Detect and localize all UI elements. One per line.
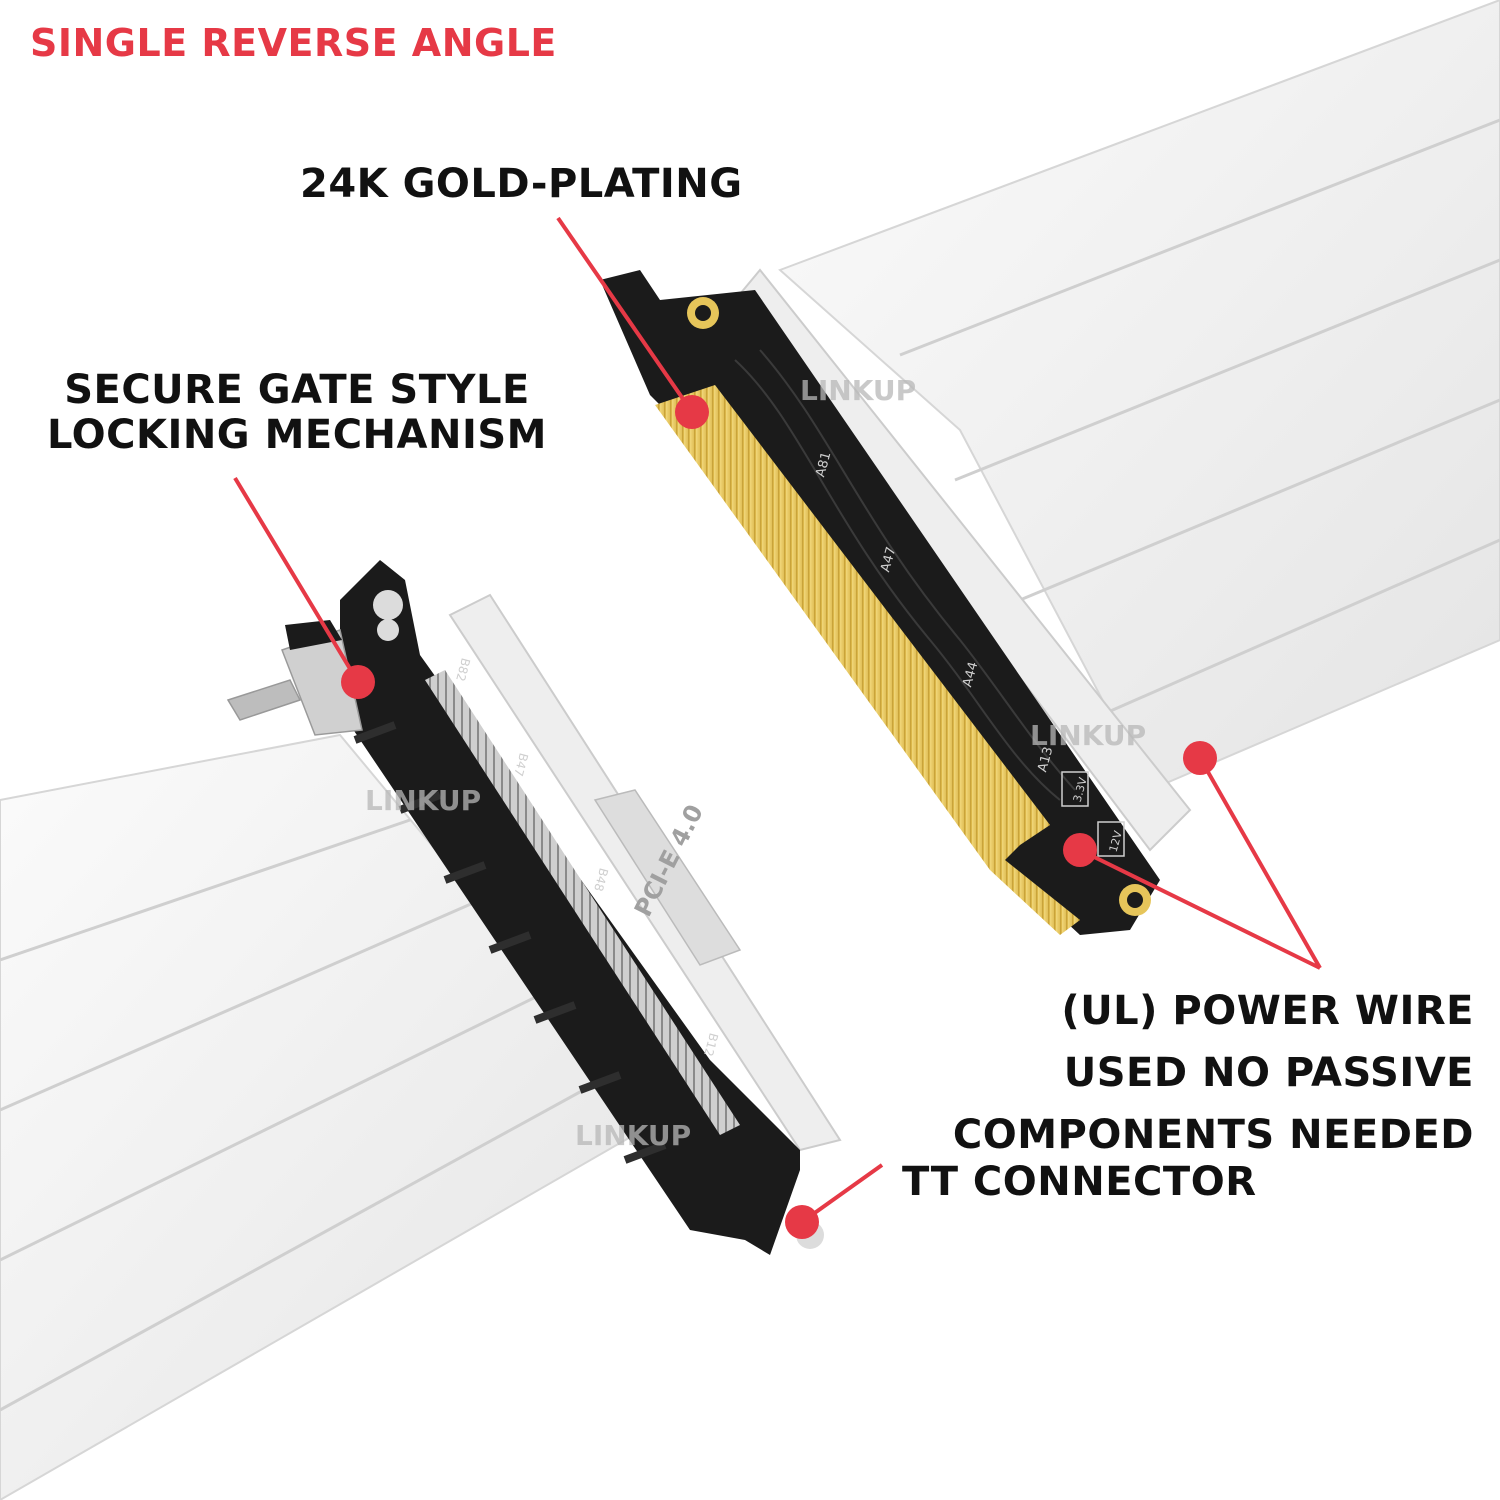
brand-watermarks: LINKUP LINKUP LINKUP LINKUP — [365, 374, 1146, 1152]
pin-label-b48: B48 — [591, 866, 611, 892]
watermark-3: LINKUP — [365, 784, 481, 817]
dot-lock — [341, 665, 375, 699]
pin-label-b12: B12 — [701, 1031, 721, 1057]
leader-lock — [233, 476, 360, 684]
callout-locking-line-1: SECURE GATE STYLE — [64, 367, 530, 413]
voltage-label-3v3: 3.3V — [1071, 776, 1090, 804]
pin-label-a47: A47 — [878, 545, 899, 573]
keyhole-mount — [373, 590, 403, 620]
leader-gold — [556, 216, 694, 414]
callout-leaders — [233, 216, 1322, 1239]
gold-finger-pcb: A81 A47 A44 A13 3.3V 12V — [600, 270, 1160, 935]
callout-tt-connector: TT CONNECTOR — [902, 1159, 1257, 1205]
pin-label-a44: A44 — [960, 660, 981, 688]
callout-power-wire: (UL) POWER WIRE USED NO PASSIVE COMPONEN… — [953, 980, 1474, 1166]
page-title: SINGLE REVERSE ANGLE — [30, 21, 557, 65]
ribbon-cable-upper — [778, 0, 1500, 792]
dot-tt — [785, 1205, 819, 1239]
callout-power-line-3: COMPONENTS NEEDED — [952, 1112, 1474, 1158]
pcie-slot-pins — [425, 670, 740, 1135]
dot-gold — [675, 395, 709, 429]
leader-power-b — [1079, 848, 1321, 970]
callout-locking-line-2: LOCKING MECHANISM — [47, 412, 547, 459]
pin-label-b47: B47 — [511, 751, 531, 777]
pcb-ribs — [353, 721, 667, 1164]
upper-connector-housing — [733, 268, 1192, 852]
watermark-4: LINKUP — [575, 1119, 691, 1152]
gold-fingers — [655, 385, 1080, 935]
callout-gold-plating: 24K GOLD-PLATING — [300, 161, 743, 207]
callout-power-line-2: USED NO PASSIVE — [1063, 1050, 1474, 1096]
voltage-label-12v: 12V — [1107, 829, 1125, 854]
watermark-1: LINKUP — [800, 374, 916, 407]
watermark-2: LINKUP — [1030, 719, 1146, 752]
pin-label-a81: A81 — [813, 450, 834, 478]
dot-power-a — [1183, 741, 1217, 775]
pin-label-a13: A13 — [1035, 745, 1056, 773]
slot-label-plate — [593, 789, 742, 966]
dot-power-b — [1063, 833, 1097, 867]
leader-power-a — [1198, 757, 1322, 969]
pin-label-b82: B82 — [453, 656, 473, 682]
callout-locking-mechanism: SECURE GATE STYLE LOCKING MECHANISM — [38, 367, 556, 459]
callout-power-line-1: (UL) POWER WIRE — [1061, 988, 1474, 1034]
